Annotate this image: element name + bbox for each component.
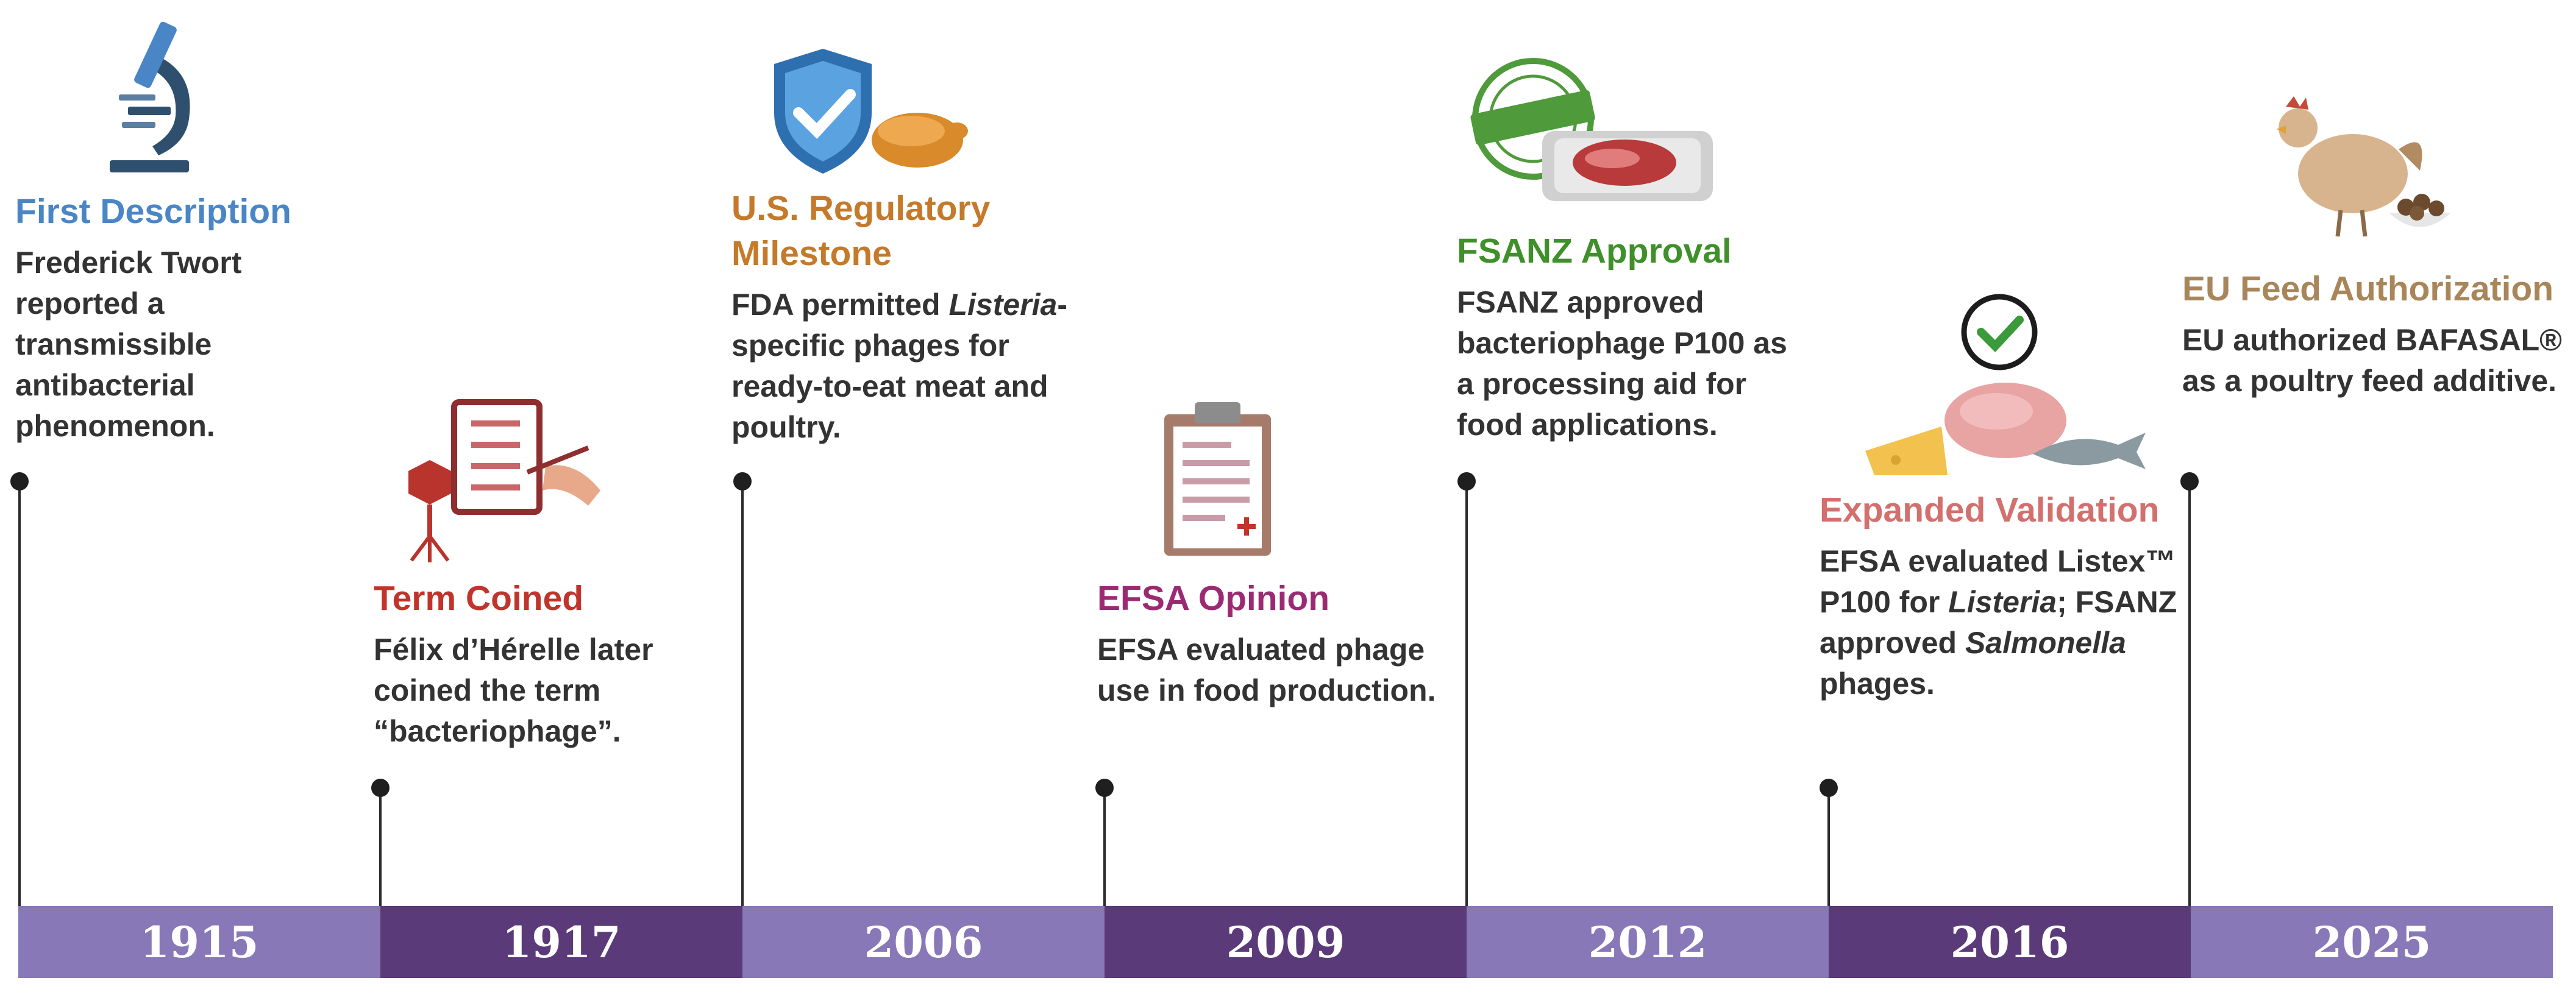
timeline-stem xyxy=(379,788,382,906)
event-title: First Description xyxy=(15,192,291,231)
timeline-stem xyxy=(1465,481,1468,906)
event-1915: First Description Frederick Twort report… xyxy=(15,189,357,447)
year-segment-2025: 2025 xyxy=(2191,906,2553,978)
timeline-stem xyxy=(1103,788,1106,906)
event-2025: EU Feed Authorization EU authorized BAFA… xyxy=(2182,266,2572,402)
timeline-stem xyxy=(2188,481,2191,906)
approved-stamp-meat-icon xyxy=(1466,58,1722,210)
event-2016: Expanded Validation EFSA evaluated Liste… xyxy=(1820,487,2185,704)
event-description: FSANZ approved bacteriophage P100 as a p… xyxy=(1457,285,1787,442)
year-segment-2006: 2006 xyxy=(742,906,1105,978)
clipboard-report-icon xyxy=(1161,396,1274,558)
year-segment-2009: 2009 xyxy=(1105,906,1467,978)
year-label: 1917 xyxy=(502,916,621,968)
event-title: U.S. Regulatory Milestone xyxy=(731,189,991,273)
event-description: EFSA evaluated Listex™ P100 for Listeria… xyxy=(1820,544,2177,701)
year-segment-2016: 2016 xyxy=(1829,906,2191,978)
event-description: FDA permitted Listeria-specific phages f… xyxy=(731,288,1068,444)
year-label: 2016 xyxy=(1950,916,2069,968)
event-description: EU authorized BAFASAL® as a poultry feed… xyxy=(2182,323,2562,398)
timeline-stem xyxy=(741,481,744,906)
timeline-stem xyxy=(18,481,21,906)
year-segment-1917: 1917 xyxy=(380,906,742,978)
check-food-icon xyxy=(1862,292,2149,487)
year-label: 2012 xyxy=(1588,916,1707,968)
year-segment-1915: 1915 xyxy=(18,906,380,978)
chicken-feed-icon xyxy=(2271,91,2453,241)
timeline-dot xyxy=(1095,779,1114,797)
timeline-stem xyxy=(1827,788,1830,906)
event-2012: FSANZ Approval FSANZ approved bacterioph… xyxy=(1457,228,1798,445)
event-title: EU Feed Authorization xyxy=(2182,269,2554,308)
event-description: EFSA evaluated phage use in food product… xyxy=(1097,632,1436,707)
microscope-icon xyxy=(104,15,207,174)
event-title: Expanded Validation xyxy=(1820,490,2160,529)
timeline-dot xyxy=(1820,779,1838,797)
event-description: Frederick Twort reported a transmissible… xyxy=(15,246,242,443)
timeline-dot xyxy=(1457,472,1476,490)
phage-checklist-icon xyxy=(405,399,607,564)
timeline-dot xyxy=(371,779,390,797)
event-title: EFSA Opinion xyxy=(1097,579,1330,618)
year-label: 1915 xyxy=(140,916,259,968)
event-2009: EFSA Opinion EFSA evaluated phage use in… xyxy=(1097,576,1439,711)
timeline-dot xyxy=(2180,472,2199,490)
year-label: 2009 xyxy=(1226,916,1345,968)
shield-check-poultry-icon xyxy=(768,46,969,180)
event-1917: Term Coined Félix d’Hérelle later coined… xyxy=(374,576,715,752)
year-label: 2025 xyxy=(2312,916,2432,968)
event-title: FSANZ Approval xyxy=(1457,232,1732,271)
event-2006: U.S. Regulatory Milestone FDA permitted … xyxy=(731,186,1073,448)
timeline-dot xyxy=(733,472,752,490)
event-title: Term Coined xyxy=(374,579,584,618)
timeline-dot xyxy=(10,472,29,490)
year-label: 2006 xyxy=(864,916,983,968)
event-description: Félix d’Hérelle later coined the term “b… xyxy=(374,632,653,748)
year-segment-2012: 2012 xyxy=(1467,906,1829,978)
